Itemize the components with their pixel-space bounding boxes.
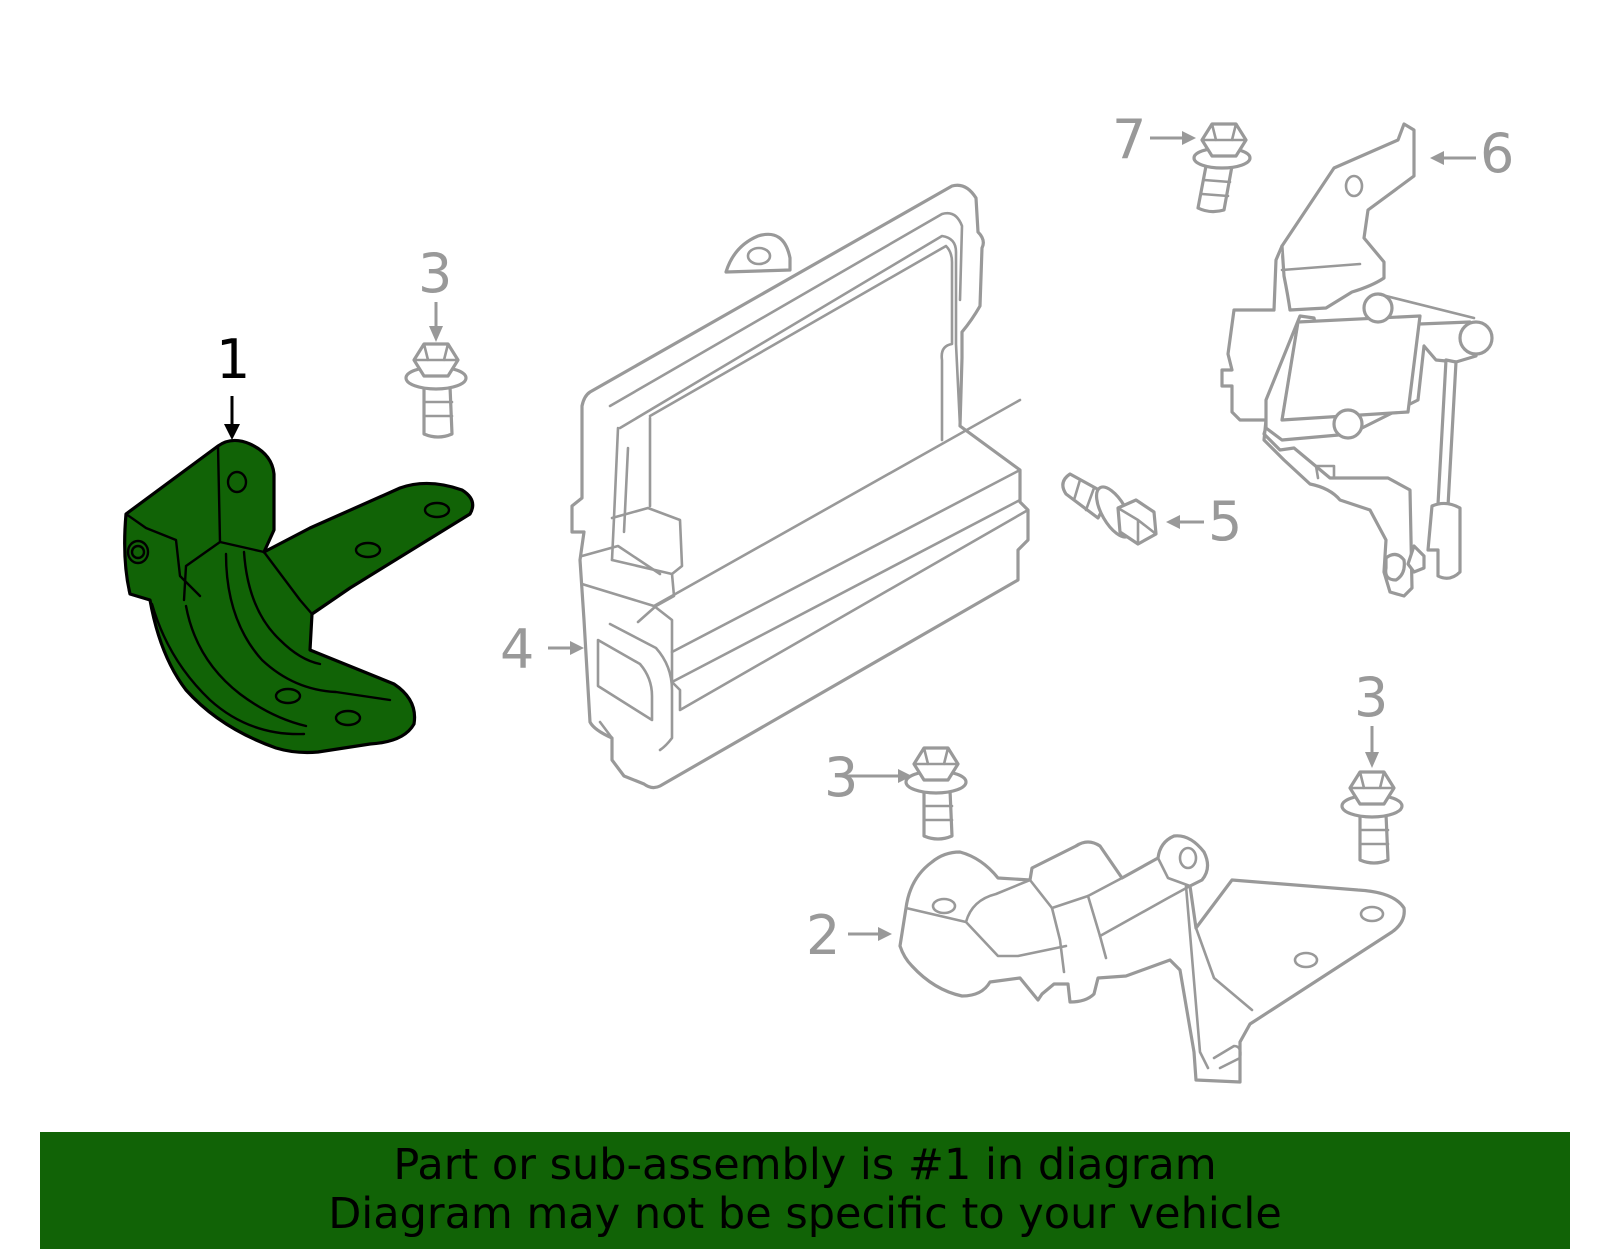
callout-6[interactable]: 6 <box>1480 122 1514 185</box>
banner-line-1: Part or sub-assembly is #1 in diagram <box>393 1140 1217 1190</box>
callout-3-top[interactable]: 3 <box>418 242 452 305</box>
info-banner: Part or sub-assembly is #1 in diagram Di… <box>40 1132 1570 1249</box>
part-7-bolt[interactable] <box>1192 122 1252 214</box>
part-5-bolt[interactable] <box>1061 472 1158 546</box>
part-3-bolt-middle[interactable] <box>904 746 968 841</box>
part-1-bracket[interactable] <box>123 438 475 755</box>
part-2-sensor[interactable] <box>898 834 1406 1084</box>
callout-3-middle[interactable]: 3 <box>824 746 858 809</box>
part-4-control-module[interactable] <box>570 183 1030 790</box>
callout-arrows <box>224 131 1476 941</box>
part-6-sensor[interactable] <box>1220 122 1494 598</box>
callout-5[interactable]: 5 <box>1208 490 1242 553</box>
banner-line-2: Diagram may not be specific to your vehi… <box>328 1189 1282 1239</box>
callout-4[interactable]: 4 <box>500 618 534 681</box>
callout-3-right[interactable]: 3 <box>1354 666 1388 729</box>
callout-2[interactable]: 2 <box>806 904 840 967</box>
callout-7[interactable]: 7 <box>1112 108 1146 171</box>
part-3-bolt-top[interactable] <box>404 342 468 439</box>
callout-1[interactable]: 1 <box>216 328 250 391</box>
part-3-bolt-right[interactable] <box>1340 770 1404 865</box>
